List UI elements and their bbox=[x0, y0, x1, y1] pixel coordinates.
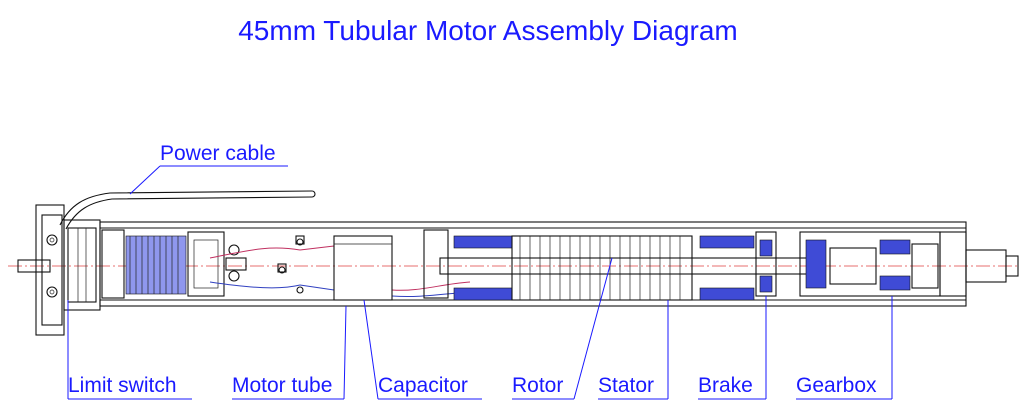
label-limit-switch: Limit switch bbox=[68, 374, 177, 397]
label-capacitor: Capacitor bbox=[378, 374, 468, 397]
label-brake: Brake bbox=[698, 374, 753, 397]
power-cable bbox=[59, 190, 316, 230]
leader-motor-tube-v bbox=[343, 305, 347, 400]
wiring bbox=[209, 235, 471, 298]
label-motor-tube: Motor tube bbox=[232, 374, 332, 397]
leader-rotor-diag bbox=[573, 257, 613, 400]
gearbox-assembly bbox=[799, 231, 941, 297]
label-power-cable: Power cable bbox=[160, 142, 276, 165]
leader-capacitor-v bbox=[363, 299, 379, 400]
label-gearbox: Gearbox bbox=[796, 374, 877, 397]
label-stator: Stator bbox=[598, 374, 654, 397]
brake-assembly bbox=[755, 231, 777, 297]
capacitor-body bbox=[333, 235, 393, 301]
stator-rotor-section bbox=[423, 229, 821, 301]
limit-switch-mechanism bbox=[101, 229, 247, 299]
leader-power-cable-diag bbox=[129, 165, 161, 195]
motor-tube-body bbox=[99, 221, 967, 307]
label-rotor: Rotor bbox=[512, 374, 563, 397]
diagram-title: 45mm Tubular Motor Assembly Diagram bbox=[238, 15, 738, 46]
output-shaft bbox=[939, 231, 1019, 297]
end-cap bbox=[17, 204, 101, 336]
